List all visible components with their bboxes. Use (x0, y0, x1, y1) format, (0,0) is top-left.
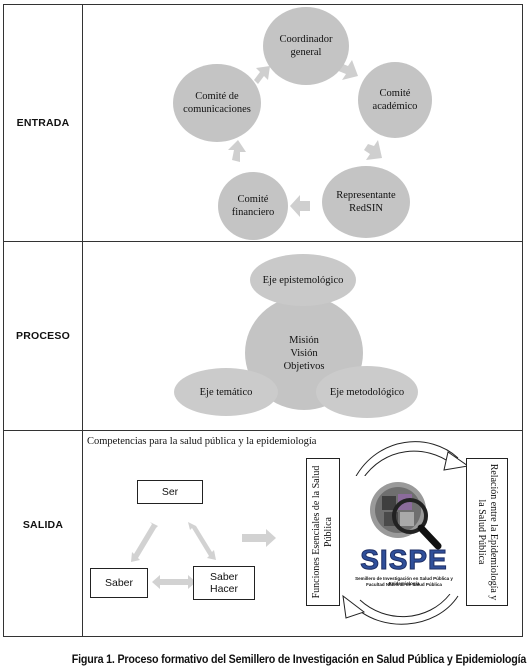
saber-hacer-label: Saber Hacer (209, 571, 239, 595)
box-saber-hacer: Saber Hacer (193, 566, 255, 600)
arrow-redsin-to-financiero (290, 195, 310, 217)
funciones-label: Funciones Esenciales de la Salud Pública (311, 465, 334, 599)
figure-caption: Figura 1. Proceso formativo del Semiller… (71, 654, 527, 666)
sispe-subtitle-1: Semillero de Investigación en Salud Públ… (355, 576, 453, 586)
coordinador-label: Coordinador general (279, 34, 333, 58)
curved-arrow-bottom (351, 595, 459, 625)
circle-comite-financiero: Comité financiero (218, 172, 288, 240)
ellipse-eje-epistemologico: Eje epistemológico (250, 254, 356, 306)
academico-label: Comité académico (372, 88, 418, 112)
arrow-ser-saber-hacer (188, 522, 216, 560)
sispe-subtitle-2: Facultad Nacional de Salud Pública (366, 582, 442, 587)
center-mision: Misión (289, 334, 319, 346)
financiero-label: Comité financiero (231, 194, 275, 218)
sispe-wordmark: SISPE (360, 544, 448, 576)
arrow-academico-to-redsin (364, 140, 382, 160)
box-ser: Ser (137, 480, 203, 504)
epistemologico-label: Eje epistemológico (262, 274, 344, 286)
center-text: Misión Visión Objetivos (284, 334, 325, 373)
row-label-salida: SALIDA (22, 519, 64, 531)
row-label-proceso: PROCESO (16, 330, 70, 342)
column-divider (82, 4, 83, 637)
box-funciones-esenciales: Funciones Esenciales de la Salud Pública (306, 458, 340, 606)
arrow-financiero-to-comunicaciones (228, 140, 246, 162)
center-objetivos: Objetivos (283, 360, 325, 372)
metodologico-label: Eje metodológico (329, 386, 405, 398)
curved-arrow-bottom-inner (359, 593, 451, 618)
ser-label: Ser (161, 486, 179, 498)
figure-frame (3, 4, 523, 637)
ellipse-eje-tematico: Eje temático (174, 368, 278, 416)
arrow-to-funciones (242, 529, 276, 547)
row-label-entrada: ENTRADA (16, 117, 70, 129)
center-vision: Visión (290, 347, 318, 359)
arrow-saber-saber-hacer (152, 575, 196, 589)
row-divider-proceso (3, 430, 523, 431)
curved-arrow-top-inner (361, 450, 453, 481)
saber-label: Saber (104, 577, 134, 589)
sispe-logo: SISPE Semillero de Investigación en Salu… (348, 476, 460, 594)
circle-comite-academico: Comité académico (358, 62, 432, 138)
box-relacion: Relación entre la Epidemiología y la Sal… (466, 458, 508, 606)
circle-comite-comunicaciones: Comité de comunicaciones (173, 64, 261, 142)
arrow-comunicaciones-to-coordinador (254, 66, 270, 84)
relacion-label: Relación entre la Epidemiología y la Sal… (476, 463, 499, 601)
ellipse-eje-metodologico: Eje metodológico (316, 366, 418, 418)
curved-arrow-top (354, 441, 459, 479)
box-saber: Saber (90, 568, 148, 598)
tematico-label: Eje temático (199, 386, 253, 398)
puzzle-magnifier-icon (370, 482, 442, 550)
row-divider-entrada (3, 241, 523, 242)
curved-arrow-top-head (443, 451, 470, 471)
comunicaciones-label: Comité de comunicaciones (183, 91, 251, 115)
circle-representante-redsin: Representante RedSIN (322, 166, 410, 238)
circle-coordinador-general: Coordinador general (263, 7, 349, 85)
curved-arrow-bottom-head (342, 594, 366, 619)
arrow-ser-saber (131, 522, 158, 562)
redsin-label: Representante RedSIN (336, 190, 396, 214)
competencias-heading: Competencias para la salud pública y la … (87, 436, 317, 447)
